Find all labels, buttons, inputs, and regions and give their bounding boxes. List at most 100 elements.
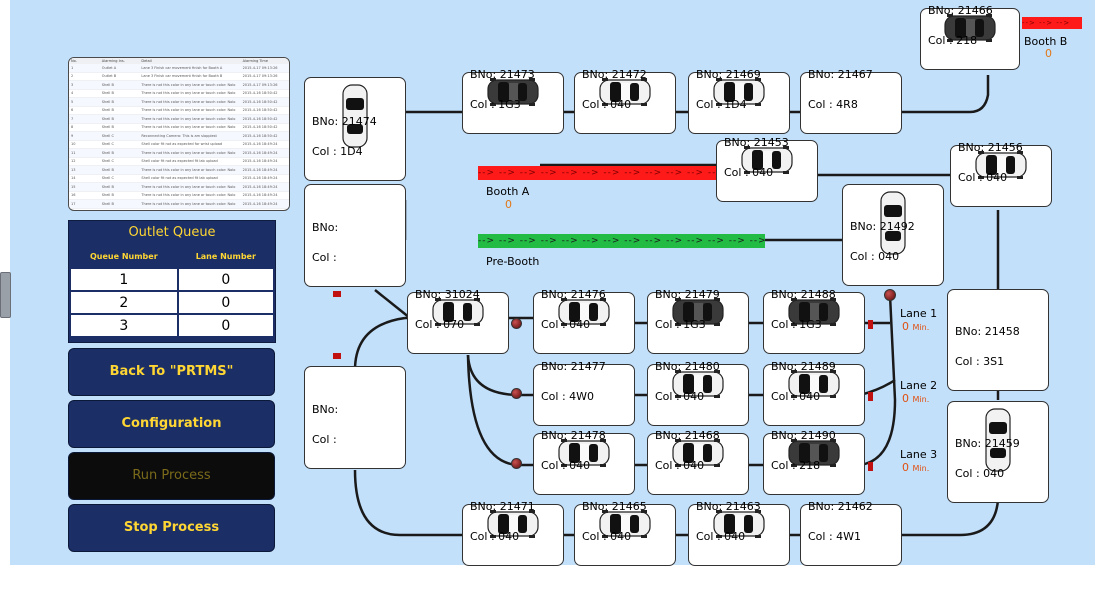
car-slot-21456[interactable]: BNo: 21456 Col : 040 <box>950 142 1052 207</box>
car-slot-21477[interactable]: BNo: 21477 Col : 4W0 <box>533 360 635 426</box>
bno-value: 21480 <box>684 360 720 373</box>
car-icon <box>487 510 539 538</box>
sensor-marker <box>868 392 873 401</box>
log-cell: 2015-4-16 18:50:42 <box>240 97 289 107</box>
lane-2-signal <box>511 388 522 399</box>
col-row: Col : 040 <box>771 391 836 402</box>
log-cell: 2015-4-17 09:13:26 <box>240 64 289 73</box>
car-slot-21488[interactable]: BNo: 21488 Col : 1G3 <box>763 289 865 354</box>
car-icon <box>713 510 765 538</box>
col-row: Col : 4R8 <box>808 99 873 110</box>
car-icon <box>880 191 906 255</box>
car-label: BNo: 21459 Col : 040 <box>955 419 1020 499</box>
car-slot-21459[interactable]: BNo: 21459 Col : 040 <box>947 401 1049 503</box>
empty-car-slot[interactable]: BNo: Col : <box>304 184 406 287</box>
car-slot-21489[interactable]: BNo: 21489 Col : 040 <box>763 361 865 426</box>
bno-caption: BNo: <box>541 360 568 373</box>
status-strip <box>10 565 412 585</box>
col-caption: Col : <box>724 166 749 179</box>
car-slot-21468[interactable]: BNo: 21468 Col : 040 <box>647 430 749 495</box>
col-caption: Col : <box>955 355 980 368</box>
car-slot-21471[interactable]: BNo: 21471 Col : 040 <box>462 501 564 566</box>
back-to-prtms-button[interactable]: Back To "PRTMS" <box>68 348 275 396</box>
log-cell: 7 <box>69 114 100 124</box>
empty-car-slot[interactable]: BNo: Col : <box>304 366 406 469</box>
car-slot-21476[interactable]: BNo: 21476 Col : 040 <box>533 289 635 354</box>
bno-caption: BNo: <box>312 221 339 234</box>
car-icon <box>944 14 996 42</box>
bno-row: BNo: 21473 <box>470 69 535 80</box>
bno-caption: BNo: <box>415 288 442 301</box>
col-caption: Col : <box>955 467 980 480</box>
log-cell: There is not this color in any lane or t… <box>139 165 241 175</box>
side-panel-handle[interactable] <box>0 272 11 318</box>
car-slot-21473[interactable]: BNo: 21473 Col : 1G3 <box>462 69 564 134</box>
car-slot-21458[interactable]: BNo: 21458 Col : 3S1 <box>947 289 1049 391</box>
car-slot-21474[interactable]: BNo: 21474 Col : 1D4 <box>304 77 406 181</box>
col-value: 070 <box>443 318 465 331</box>
bno-caption: BNo: <box>696 68 723 81</box>
alarm-log-table[interactable]: No. Alarming Ins. Detail Alarming Time 1… <box>68 57 290 211</box>
bno-value: 21462 <box>837 500 873 513</box>
car-slot-21480[interactable]: BNo: 21480 Col : 040 <box>647 361 749 426</box>
car-slot-21492[interactable]: BNo: 21492 Col : 040 <box>842 184 944 286</box>
col-row: Col : 040 <box>582 99 647 110</box>
run-process-button[interactable]: Run Process <box>68 452 275 500</box>
col-row: Col : 040 <box>655 391 720 402</box>
configuration-button[interactable]: Configuration <box>68 400 275 448</box>
bno-caption: BNo: <box>582 68 609 81</box>
car-slot-21490[interactable]: BNo: 21490 Col : 218 <box>763 430 865 495</box>
outlet-queue-panel: Outlet Queue Queue Number Lane Number 1 … <box>68 220 276 343</box>
booth-a-arrows: --> --> --> --> --> --> --> --> --> --> … <box>478 168 718 178</box>
log-cell: 2015-4-16 18:49:24 <box>240 174 289 183</box>
car-slot-21467[interactable]: BNo: 21467 Col : 4R8 <box>800 69 902 134</box>
bno-value: 21476 <box>570 288 606 301</box>
bno-row: BNo: 21466 <box>928 5 993 16</box>
car-slot-21463[interactable]: BNo: 21463 Col : 040 <box>688 501 790 566</box>
car-slot-21479[interactable]: BNo: 21479 Col : 1G3 <box>647 289 749 354</box>
bno-row: BNo: 21477 <box>541 360 606 373</box>
stop-process-button[interactable]: Stop Process <box>68 504 275 552</box>
col-caption: Col : <box>541 318 566 331</box>
col-value: 4W1 <box>836 530 862 543</box>
sensor-marker <box>868 462 873 471</box>
car-slot-21478[interactable]: BNo: 21478 Col : 040 <box>533 430 635 495</box>
booth-b-label: Booth B <box>1024 35 1068 48</box>
car-slot-21453[interactable]: BNo: 21453 Col : 040 <box>716 137 818 202</box>
car-slot-21462[interactable]: BNo: 21462 Col : 4W1 <box>800 501 902 566</box>
bno-caption: BNo: <box>771 360 798 373</box>
bno-value: 21471 <box>499 500 535 513</box>
car-slot-31024[interactable]: BNo: 31024 Col : 070 <box>407 289 509 354</box>
col-row: Col : 218 <box>771 460 836 471</box>
bno-caption: BNo: <box>312 115 339 128</box>
queue-number-cell: 2 <box>71 292 177 313</box>
bno-value: 21490 <box>800 429 836 442</box>
bno-value: 21474 <box>341 115 377 128</box>
car-slot-21469[interactable]: BNo: 21469 Col : 1D4 <box>688 69 790 134</box>
sensor-marker <box>868 320 873 329</box>
car-slot-21472[interactable]: BNo: 21472 Col : 040 <box>574 69 676 134</box>
car-slot-21465[interactable]: BNo: 21465 Col : 040 <box>574 501 676 566</box>
car-slot-21466[interactable]: BNo: 21466 Col : 218 <box>920 5 1020 70</box>
queue-row: 3 0 <box>71 315 273 336</box>
log-cell: 9 <box>69 131 100 141</box>
log-cell: There is not this color in any lane or t… <box>139 97 241 107</box>
